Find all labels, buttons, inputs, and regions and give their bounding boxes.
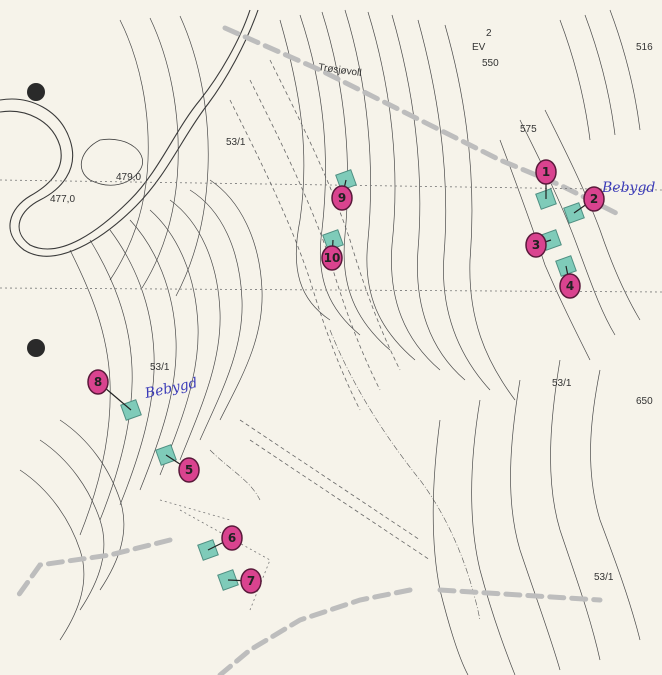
elevation-label-3: 550 — [482, 58, 499, 69]
parcel-label-2: 53/1 — [552, 378, 572, 389]
elevation-label-2: 477,0 — [50, 194, 75, 205]
marker-circle — [178, 457, 200, 483]
marker-label: 7 — [247, 574, 255, 588]
marker-label: 1 — [542, 165, 550, 179]
marker-10[interactable]: 10 — [321, 245, 343, 271]
marker-label: 3 — [532, 238, 540, 252]
parcel-label-1: 53/1 — [226, 137, 246, 148]
marker-9[interactable]: 9 — [331, 185, 353, 211]
marker-circle — [240, 568, 262, 594]
marker-circle — [525, 232, 547, 258]
road-code-line-1: 2 — [486, 28, 492, 39]
marker-circle — [221, 525, 243, 551]
marker-6[interactable]: 6 — [221, 525, 243, 551]
marker-1[interactable]: 1 — [535, 159, 557, 185]
marker-label: 2 — [590, 192, 598, 206]
marker-circle — [535, 159, 557, 185]
binder-hole-top — [27, 83, 45, 101]
marker-circle — [331, 185, 353, 211]
property-boundary — [12, 25, 623, 675]
marker-8[interactable]: 8 — [87, 369, 109, 395]
road-code-line-2: EV — [472, 42, 486, 53]
marker-label: 5 — [185, 463, 193, 477]
marker-circle — [321, 245, 343, 271]
marker-label: 9 — [338, 191, 346, 205]
river — [0, 9, 259, 257]
marker-2[interactable]: 2 — [583, 186, 605, 212]
marker-circle — [583, 186, 605, 212]
contour-lines — [19, 9, 641, 675]
marker-circle — [87, 369, 109, 395]
parcel-label-3: 53/1 — [594, 572, 614, 583]
elevation-label-4: 575 — [520, 124, 537, 135]
marker-label: 4 — [566, 279, 574, 293]
marker-label: 8 — [94, 375, 102, 389]
parcel-label-4: 53/1 — [150, 362, 170, 373]
binder-hole-bottom — [27, 339, 45, 357]
marker-4[interactable]: 4 — [559, 273, 581, 299]
marker-label: 6 — [228, 531, 236, 545]
elevation-label-1: 479,0 — [116, 172, 141, 183]
marker-7[interactable]: 7 — [240, 568, 262, 594]
streams — [209, 329, 481, 621]
elevation-label-5: 650 — [636, 396, 653, 407]
marker-circle — [559, 273, 581, 299]
handwritten-annotation-east: Bebygd — [601, 180, 655, 196]
numbered-markers: 1 2 3 4 5 6 7 8 9 10 — [87, 159, 605, 594]
marker-label: 10 — [324, 251, 341, 265]
sheet-ref-label: 516 — [636, 42, 653, 53]
marker-3[interactable]: 3 — [525, 232, 547, 258]
marker-5[interactable]: 5 — [178, 457, 200, 483]
shore-outline — [80, 138, 143, 186]
dotted-boundaries — [0, 179, 662, 611]
